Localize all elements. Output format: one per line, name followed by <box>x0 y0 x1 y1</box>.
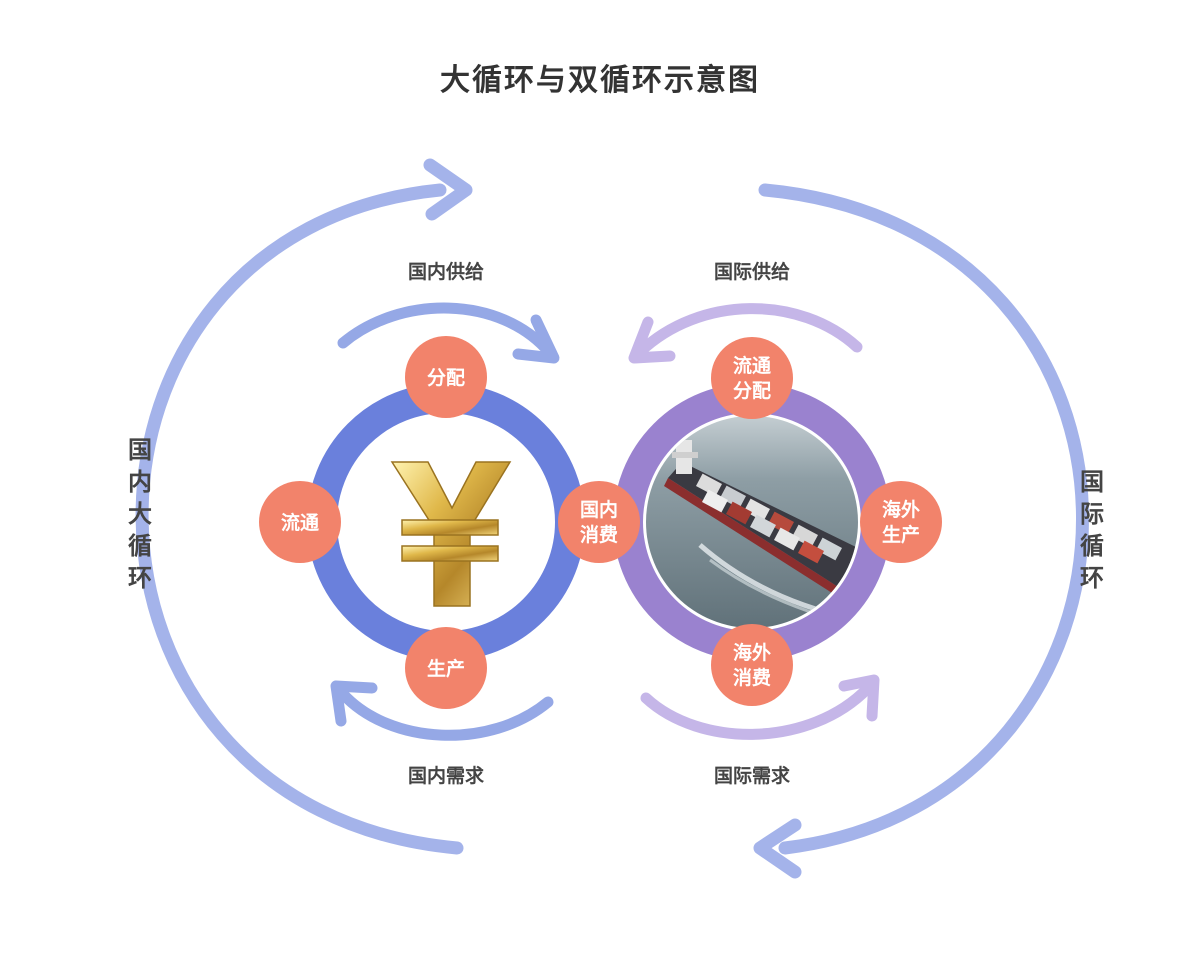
node-domestic-circulation: 流通 <box>259 481 341 563</box>
node-text-line: 生产 <box>882 523 920 546</box>
right-vertical-char: 国 <box>1080 468 1104 496</box>
outer-domestic-arrow <box>135 158 473 855</box>
yuan-symbol-icon <box>390 461 512 607</box>
node-text-line: 生产 <box>427 657 465 680</box>
node-text-line: 分配 <box>733 380 771 402</box>
node-overseas-production: 海外 生产 <box>860 481 942 563</box>
node-overseas-consumption: 海外 消费 <box>711 624 793 706</box>
left-vertical-char: 循 <box>128 532 152 560</box>
left-vertical-char: 大 <box>128 500 152 528</box>
node-text-line: 消费 <box>733 666 771 689</box>
node-text-line: 国内 <box>580 498 618 521</box>
node-domestic-distribution: 分配 <box>405 336 487 418</box>
domestic-supply-label: 国内供给 <box>408 260 484 283</box>
outer-international-arrow <box>753 183 1089 879</box>
diagram-title: 大循环与双循环示意图 <box>440 63 760 98</box>
international-demand-label: 国际需求 <box>714 764 791 787</box>
domestic-supply-arrow <box>337 302 560 364</box>
right-vertical-char: 环 <box>1080 564 1104 592</box>
node-text-line: 流通 <box>733 354 772 377</box>
node-text-line: 消费 <box>580 523 618 546</box>
international-supply-arrow <box>628 303 863 364</box>
container-ship-icon <box>646 416 858 628</box>
node-text-line: 分配 <box>427 367 465 389</box>
domestic-big-circulation-label: 国 内 大 循 环 <box>128 436 152 592</box>
international-circulation-label: 国 际 循 环 <box>1080 468 1104 592</box>
node-domestic-production: 生产 <box>405 627 487 709</box>
right-vertical-char: 循 <box>1080 532 1104 560</box>
international-supply-label: 国际供给 <box>714 260 790 283</box>
right-vertical-char: 际 <box>1080 500 1104 528</box>
left-vertical-char: 环 <box>128 564 152 592</box>
node-text-line: 海外 <box>882 498 920 521</box>
international-demand-arrow <box>640 674 880 740</box>
domestic-demand-arrow <box>330 680 554 741</box>
node-text-line: 流通 <box>281 511 320 534</box>
node-text-line: 海外 <box>733 641 771 664</box>
domestic-demand-label: 国内需求 <box>408 764 485 787</box>
node-domestic-consumption: 国内 消费 <box>558 481 640 563</box>
left-vertical-char: 国 <box>128 436 152 464</box>
node-international-distribution: 流通 分配 <box>711 337 793 419</box>
left-vertical-char: 内 <box>128 468 152 496</box>
